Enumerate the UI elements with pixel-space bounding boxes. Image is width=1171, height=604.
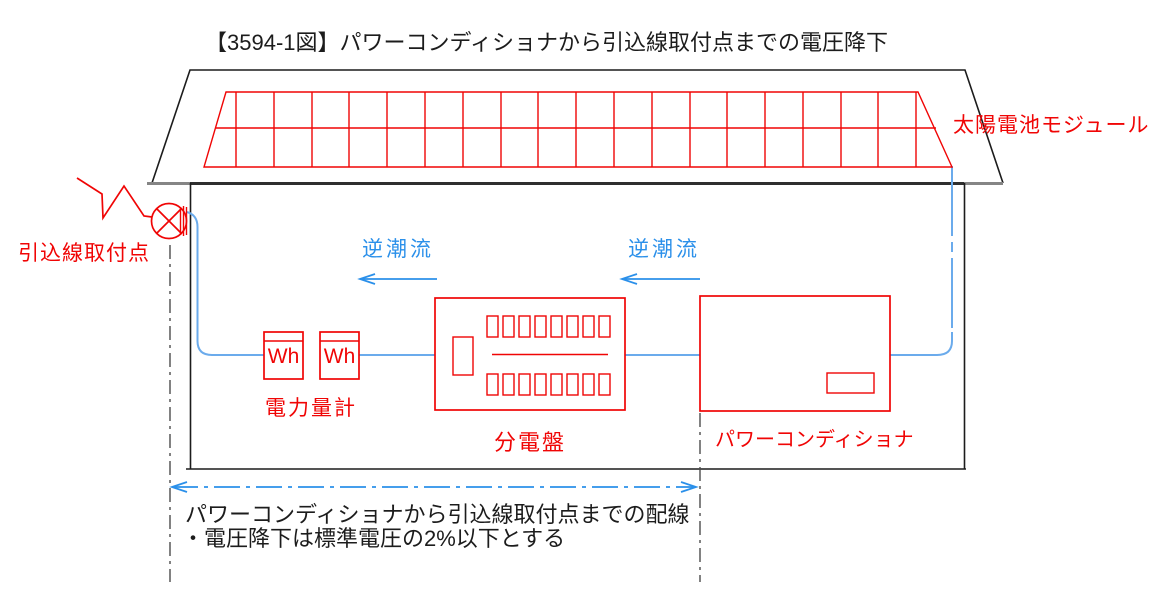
reverse-flow-label-left: 逆潮流 (362, 238, 434, 261)
page-title: 【3594-1図】パワーコンディショナから引込線取付点までの電圧降下 (205, 30, 888, 55)
meter-box-1 (263, 331, 304, 380)
watt-hour-meters (263, 331, 360, 380)
service-point-label: 引込線取付点 (18, 242, 150, 265)
breaker-row-bottom (486, 373, 611, 396)
power-conditioner-panel (826, 372, 875, 394)
roof-outline (147, 69, 1004, 185)
dimension-arrowhead-right (680, 481, 699, 493)
note-line-1: パワーコンディショナから引込線取付点までの配線 (185, 502, 690, 527)
power-conditioner-label: パワーコンディショナ (715, 429, 914, 451)
house-outline (186, 183, 966, 470)
attachment-point-cross-2 (155, 207, 183, 235)
distribution-board-label: 分電盤 (494, 430, 567, 455)
panel-outline (203, 91, 954, 168)
breaker-row-top (486, 315, 611, 338)
meter-box-2 (319, 331, 360, 380)
power-conditioner (699, 295, 891, 412)
wire-meter-to-service-point (186, 211, 264, 356)
meter-2-text: Wh (323, 345, 356, 368)
power-conditioner-box (699, 295, 891, 412)
solar-module-label: 太陽電池モジュール (953, 114, 1150, 137)
reverse-flow-arrow-right (619, 273, 700, 285)
dimension-arrowhead-left (169, 481, 188, 493)
meter-1-text: Wh (267, 345, 300, 368)
main-breaker (452, 336, 474, 376)
meter-label: 電力量計 (265, 397, 357, 420)
note-line-2: ・電圧降下は標準電圧の2%以下とする (182, 526, 566, 551)
roof-slopes (151, 69, 1004, 184)
wiring (186, 166, 953, 356)
service-drop-zigzag (76, 177, 153, 221)
distribution-board (434, 297, 626, 411)
solar-panel-array (203, 91, 954, 168)
wire-drop-elbow (890, 332, 953, 356)
service-point-symbol (76, 177, 188, 240)
dimension-line (169, 481, 699, 493)
reverse-flow-arrow-left (357, 273, 437, 285)
reverse-flow-label-right: 逆潮流 (628, 238, 700, 261)
